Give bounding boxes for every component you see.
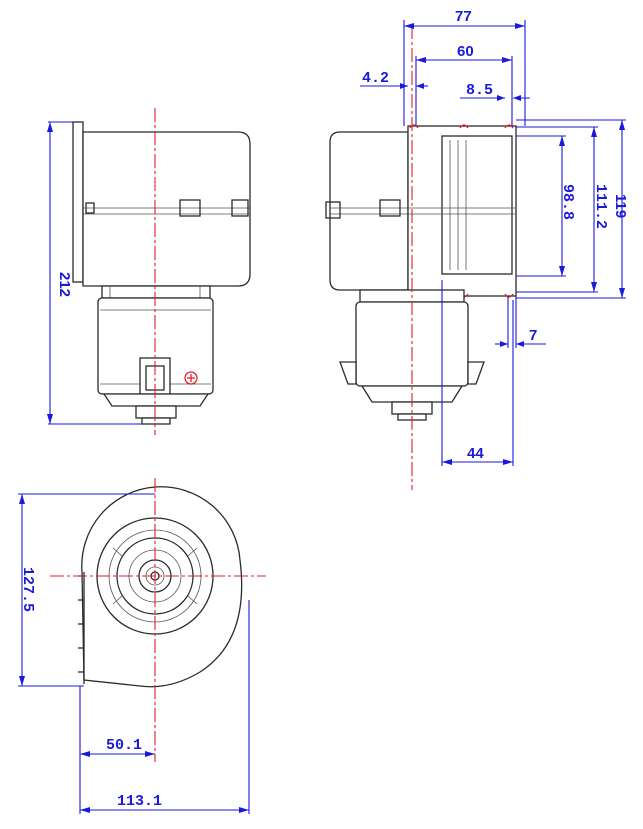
side-clip-2 [379, 199, 401, 217]
dim-label-center-offset: 50.1 [106, 737, 142, 754]
scroll-housing [81, 486, 243, 688]
dim-label-offset-right: 8.5 [466, 82, 493, 99]
outlet-flange [407, 125, 517, 297]
dim-label-outlet-width: 60 [457, 43, 474, 60]
front-flange [72, 121, 84, 283]
outlet-opening [441, 135, 513, 275]
dim-label-front-height: 212 [56, 272, 73, 297]
dim-label-outlet-inner: 98.8 [559, 184, 576, 220]
dim-label-overall-height: 119 [612, 194, 629, 218]
side-bracket-left [339, 361, 357, 385]
front-clip-2 [231, 199, 249, 217]
front-view: 212 [47, 108, 251, 435]
side-housing [329, 131, 409, 291]
dim-label-offset-left: 4.2 [362, 70, 389, 87]
dim-label-side-depth: 77 [455, 8, 472, 25]
dim-label-bottom-width: 113.1 [117, 793, 162, 810]
front-clip-1 [179, 199, 201, 217]
dim-label-flange-thickness: 7 [529, 327, 537, 344]
side-clip-1 [325, 201, 341, 219]
side-view: 77 60 4.2 8.5 98.8 111.2 119 [325, 8, 629, 490]
front-housing [82, 131, 251, 287]
side-bracket-right [467, 361, 485, 385]
polarity-plus-icon [184, 371, 198, 385]
dim-label-motor-offset: 44 [467, 445, 484, 462]
bottom-view: 127.5 50.1 113.1 [18, 478, 266, 814]
dim-label-bottom-height: 127.5 [19, 567, 36, 612]
bolt-hole-top-left [409, 124, 419, 129]
front-shaft-end [141, 417, 171, 425]
dim-label-flange-height: 111.2 [592, 184, 609, 229]
